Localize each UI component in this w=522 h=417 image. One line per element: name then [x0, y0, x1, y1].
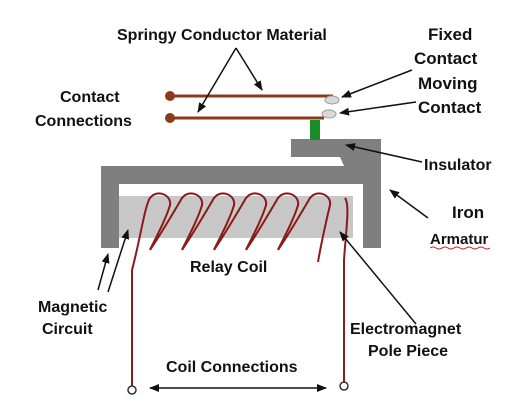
label-coil-connections: Coil Connections: [166, 359, 298, 376]
coil-terminal-left: [127, 385, 137, 395]
label-fixed-contact-1: Fixed: [428, 25, 472, 44]
label-moving-contact-1: Moving: [418, 74, 478, 93]
armature-right-leg: [363, 139, 381, 248]
armatur-spellcheck-underline: [429, 246, 491, 250]
pole-piece: [119, 196, 353, 238]
arrow-moving-contact: [339, 101, 417, 116]
arrow-springy-lower: [197, 47, 237, 113]
springy-conductors: [165, 91, 333, 123]
arrow-magnetic-circuit-2: [107, 229, 130, 293]
arrow-springy-upper: [235, 47, 263, 91]
coil-terminal-right: [339, 381, 349, 391]
armature-top: [291, 139, 381, 157]
label-fixed-contact-2: Contact: [414, 49, 478, 68]
label-electromagnet-1: Electromagnet: [350, 321, 462, 338]
arrow-magnetic-circuit-1: [97, 253, 110, 291]
arrow-fixed-contact: [341, 69, 413, 98]
arrow-insulator: [345, 143, 423, 163]
armature-joint: [340, 157, 363, 184]
label-contact-connections-2: Connections: [35, 113, 132, 130]
label-magnetic-circuit-1: Magnetic: [38, 299, 107, 316]
fixed-contact-tip: [324, 95, 340, 105]
label-electromagnet-2: Pole Piece: [368, 343, 448, 360]
label-magnetic-circuit-2: Circuit: [42, 321, 93, 338]
upper-terminal: [165, 91, 175, 101]
label-armatur: Armatur: [430, 231, 489, 248]
label-moving-contact-2: Contact: [418, 98, 482, 117]
relay-coil: [131, 192, 349, 386]
label-iron: Iron: [452, 203, 484, 222]
insulator: [310, 120, 320, 140]
coil-winding: [131, 192, 332, 271]
arrow-pole-piece: [339, 231, 417, 325]
arrow-iron-armature: [389, 189, 429, 219]
lower-terminal: [165, 113, 175, 123]
iron-top-bar: [101, 166, 363, 184]
label-insulator: Insulator: [424, 157, 492, 174]
iron-left-leg: [101, 166, 119, 248]
label-relay-coil: Relay Coil: [190, 259, 267, 276]
iron-frame: [101, 139, 381, 248]
label-contact-connections-1: Contact: [60, 89, 120, 106]
coil-lead-right: [343, 197, 349, 383]
pointer-arrows: [97, 47, 429, 392]
labels: Springy Conductor Material Fixed Contact…: [35, 25, 492, 376]
label-springy-conductor: Springy Conductor Material: [117, 27, 327, 44]
moving-contact-tip: [321, 109, 337, 119]
